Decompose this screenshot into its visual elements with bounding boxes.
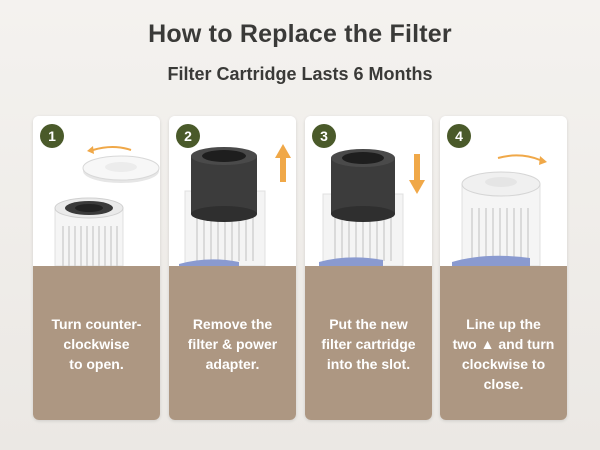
step-3-caption: Put the new filter cartridge into the sl… xyxy=(305,266,432,420)
step-4-number-badge: 4 xyxy=(447,124,471,148)
page-title: How to Replace the Filter xyxy=(148,20,452,48)
step-1-caption-line: clockwise xyxy=(63,336,130,352)
step-2-caption-line: adapter. xyxy=(205,356,260,372)
step-1-caption-line: Turn counter- xyxy=(51,316,142,332)
step-2-photo xyxy=(169,116,296,266)
step-1-caption-line: to open. xyxy=(69,356,124,372)
step-1-photo xyxy=(33,116,160,266)
step-2-number-badge: 2 xyxy=(176,124,200,148)
step-3-caption-line: Put the new xyxy=(329,316,408,332)
step-4-caption-line: close. xyxy=(483,376,524,392)
step-4-caption-line: Line up the xyxy=(466,316,541,332)
step-4-caption: Line up the two ▲ and turn clockwise to … xyxy=(440,266,567,420)
step-3-number-badge: 3 xyxy=(312,124,336,148)
step-2-caption: Remove the filter & power adapter. xyxy=(169,266,296,420)
step-3-caption-line: filter cartridge xyxy=(321,336,416,352)
step-card-4: 4 Line up the two ▲ and turn clockwise t… xyxy=(440,116,567,420)
step-2-caption-line: filter & power xyxy=(187,336,278,352)
step-card-3: 3 Put the new filter cartridge into the … xyxy=(305,116,432,420)
step-1-number-badge: 1 xyxy=(40,124,64,148)
step-3-photo xyxy=(305,116,432,266)
step-3-caption-line: into the slot. xyxy=(326,356,411,372)
step-4-caption-line: two ▲ and turn xyxy=(452,336,555,352)
step-2-caption-line: Remove the xyxy=(192,316,273,332)
step-card-2: 2 Remove the filter & power adapter. xyxy=(169,116,296,420)
step-4-caption-line: clockwise to xyxy=(461,356,546,372)
step-1-caption: Turn counter- clockwise to open. xyxy=(33,266,160,420)
step-card-1: 1 Turn counter- clockwise to open. xyxy=(33,116,160,420)
page-subtitle: Filter Cartridge Lasts 6 Months xyxy=(167,64,433,84)
